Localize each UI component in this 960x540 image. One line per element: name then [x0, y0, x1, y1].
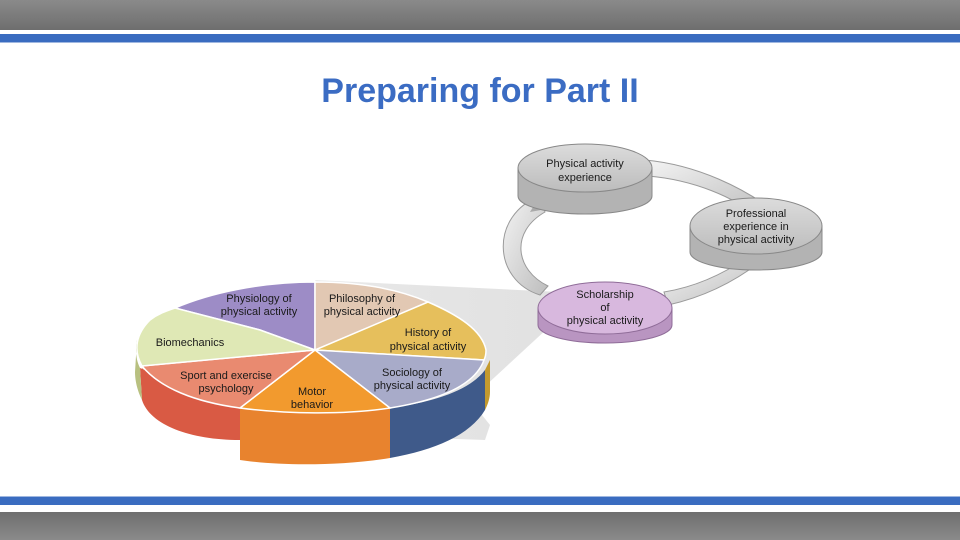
physical-activity-experience-line-2: experience: [558, 172, 612, 184]
top-gray-band: [0, 0, 960, 30]
scholarship-line-2: of: [600, 302, 610, 314]
label-sociology-2: physical activity: [374, 380, 451, 392]
top-blue-rule: [0, 34, 960, 43]
label-physiology-1: Physiology of: [226, 293, 292, 305]
pie-slice-biomechanics: [136, 307, 316, 367]
pie-side: [135, 340, 490, 465]
pie-labels: Physiology of physical activity Philosop…: [156, 293, 467, 411]
professional-experience-line-1: Professional: [726, 208, 787, 220]
label-motor-1: Motor: [298, 386, 326, 398]
label-philosophy-2: physical activity: [324, 306, 401, 318]
label-biomechanics: Biomechanics: [156, 337, 225, 349]
pie-slice-sociology: [312, 349, 486, 409]
pie-slice-motor: [238, 349, 392, 414]
label-motor-2: behavior: [291, 399, 334, 411]
pie-top: [136, 281, 487, 414]
scholarship-line-1: Scholarship: [576, 289, 633, 301]
label-history-2: physical activity: [390, 341, 467, 353]
scholarship-line-3: physical activity: [567, 315, 644, 327]
physical-activity-experience-line-1: Physical activity: [546, 158, 624, 170]
label-sport-psych-1: Sport and exercise: [180, 370, 272, 382]
professional-experience-line-2: experience in: [723, 221, 788, 233]
label-physiology-2: physical activity: [221, 306, 298, 318]
label-sport-psych-2: psychology: [198, 383, 254, 395]
scholarship-disk: Scholarship of physical activity: [537, 281, 673, 344]
label-philosophy-1: Philosophy of: [329, 293, 396, 305]
pie-slice-sport-psych: [140, 349, 318, 409]
bottom-blue-rule: [0, 496, 960, 505]
label-history-1: History of: [405, 327, 452, 339]
bottom-gray-band: [0, 512, 960, 540]
professional-experience-line-3: physical activity: [718, 234, 795, 246]
slide-title: Preparing for Part II: [321, 72, 639, 110]
label-sociology-1: Sociology of: [382, 367, 443, 379]
physical-activity-experience-disk: Physical activity experience: [517, 143, 653, 215]
professional-experience-disk: Professional experience in physical acti…: [689, 197, 823, 271]
pie-slice-history: [314, 301, 487, 361]
